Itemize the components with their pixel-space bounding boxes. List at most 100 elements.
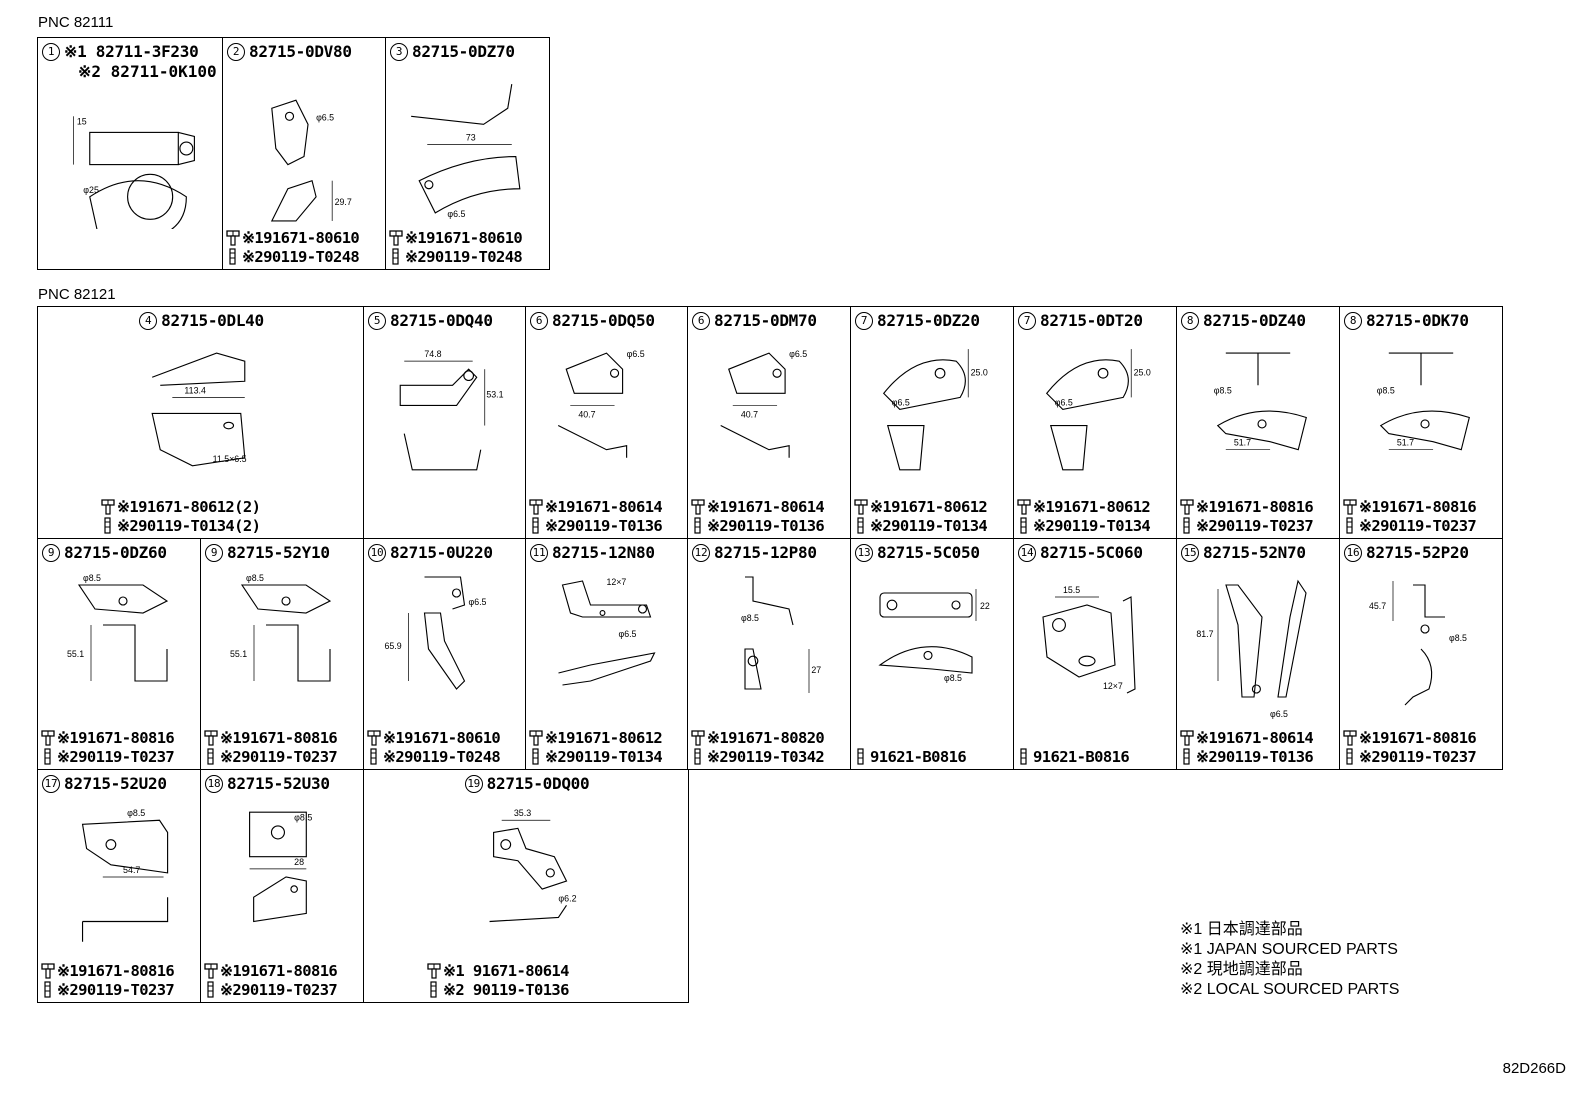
bolt-icon [101, 499, 115, 515]
bolt-icon [389, 230, 403, 246]
fastener-row: ※191671-80816 [203, 729, 338, 747]
part-sketch: φ8.551.7 [1377, 352, 1470, 451]
part-sketch: 35.3φ6.2 [489, 808, 577, 923]
svg-text:11.5×6.5: 11.5×6.5 [213, 454, 247, 464]
bolt-icon [1017, 499, 1031, 515]
fastener-row: ※290119-T0342 [690, 748, 825, 766]
part-sketch: φ6.540.7 [557, 349, 645, 458]
part-number: 82715-0DV80 [249, 42, 352, 61]
bolt-icon [204, 963, 218, 979]
fastener-part: ※290119-T0134 [545, 748, 663, 766]
legend-line: ※1 JAPAN SOURCED PARTS [1180, 941, 1398, 958]
fastener-part: 91621-B0816 [1033, 748, 1130, 766]
svg-text:113.4: 113.4 [184, 385, 206, 395]
part-number: 82715-0DQ50 [552, 311, 655, 330]
part-number: 82715-52P20 [1366, 543, 1469, 562]
bolt-icon [529, 499, 543, 515]
fastener-row: 91621-B0816 [1016, 748, 1130, 766]
part-sketch: φ8.554.7 [81, 808, 169, 942]
callout-number: 7 [855, 312, 873, 330]
svg-text:φ8.5: φ8.5 [1377, 385, 1395, 395]
fastener-part: 91621-B0816 [870, 748, 967, 766]
fastener-row: ※290119-T0237 [1179, 517, 1314, 535]
svg-text:φ8.5: φ8.5 [127, 808, 145, 818]
clip-icon [1346, 517, 1353, 534]
clip-icon [1020, 748, 1027, 765]
fastener-part: ※290119-T0248 [383, 748, 501, 766]
svg-text:φ6.5: φ6.5 [1055, 397, 1073, 407]
part-number: 82715-12N80 [552, 543, 655, 562]
legend-line: ※2 LOCAL SOURCED PARTS [1180, 981, 1400, 998]
svg-text:φ8.5: φ8.5 [83, 573, 101, 583]
callout-number: 7 [1018, 312, 1036, 330]
fastener-list: ※191671-80610※290119-T0248 [388, 229, 547, 267]
callout-number: 14 [1018, 544, 1036, 562]
part-drawing: 73 φ6.5 [390, 68, 545, 229]
bolt-icon [1180, 499, 1194, 515]
fastener-part: ※290119-T0136 [707, 517, 825, 535]
callout-number: 17 [42, 775, 60, 793]
fastener-list: ※191671-80816※290119-T0237 [1179, 498, 1337, 536]
svg-text:φ6.5: φ6.5 [447, 209, 465, 219]
svg-text:40.7: 40.7 [741, 410, 758, 420]
fastener-part: ※191671-80614 [707, 498, 825, 516]
part-number: 82715-0DZ20 [877, 311, 980, 330]
fastener-part: ※290119-T0237 [1196, 517, 1314, 535]
fastener-part: ※290119-T0134 [1033, 517, 1151, 535]
fastener-part: ※290119-T0237 [1359, 517, 1477, 535]
clip-icon [1183, 517, 1190, 534]
svg-text:φ6.5: φ6.5 [619, 629, 637, 639]
fastener-row: ※290119-T0237 [1342, 748, 1477, 766]
callout-number: 4 [139, 312, 158, 330]
clip-icon [1020, 517, 1027, 534]
callout-number: 8 [1344, 312, 1362, 330]
fastener-list: 91621-B0816 [1016, 729, 1174, 767]
fastener-list: ※191671-80614※290119-T0136 [1179, 729, 1337, 767]
fastener-row: ※191671-80612 [853, 498, 988, 516]
fastener-list: ※191671-80610※290119-T0248 [366, 729, 523, 767]
bolt-icon [1343, 730, 1357, 746]
fastener-row: ※191671-80612(2) [100, 498, 261, 516]
svg-text:φ25: φ25 [83, 185, 99, 195]
callout-number: 9 [205, 544, 223, 562]
fastener-list: ※191671-80612(2)※290119-T0134(2) [40, 498, 361, 536]
fastener-row: ※191671-80612 [1016, 498, 1151, 516]
svg-text:45.7: 45.7 [1369, 601, 1386, 611]
fastener-row: ※191671-80610 [366, 729, 501, 747]
bolt-icon [367, 730, 381, 746]
fastener-part: ※290119-T0248 [242, 248, 360, 266]
svg-text:81.7: 81.7 [1196, 629, 1213, 639]
fastener-row: ※191671-80816 [40, 962, 175, 980]
svg-text:73: 73 [466, 132, 476, 142]
fastener-part: ※191671-80816 [220, 962, 338, 980]
bolt-icon [854, 499, 868, 515]
callout-number: 10 [368, 544, 386, 562]
fastener-part: ※191671-80816 [1196, 498, 1314, 516]
fastener-part: ※290119-T0342 [707, 748, 825, 766]
svg-text:27: 27 [811, 665, 821, 675]
bolt-icon [41, 963, 55, 979]
fastener-row: ※191671-80610 [388, 229, 523, 247]
callout-number: 12 [692, 544, 710, 562]
